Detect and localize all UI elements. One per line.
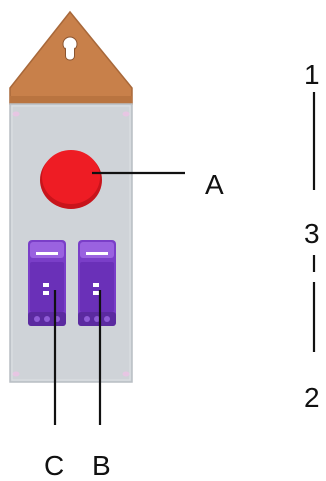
scale-label-1: 1 [304, 59, 320, 90]
callout-label-c: C [44, 450, 64, 481]
rocker-switch-left [28, 240, 66, 326]
callout-label-a: A [205, 169, 224, 200]
red-push-button [40, 150, 102, 209]
panel-screws [12, 111, 130, 377]
scale-label-3: 3 [304, 218, 320, 249]
rocker-switch-right [78, 240, 116, 326]
callout-label-b: B [92, 450, 111, 481]
keyhole-icon [62, 36, 78, 61]
leader-lines [53, 171, 185, 425]
scale-label-2: 2 [304, 382, 320, 413]
